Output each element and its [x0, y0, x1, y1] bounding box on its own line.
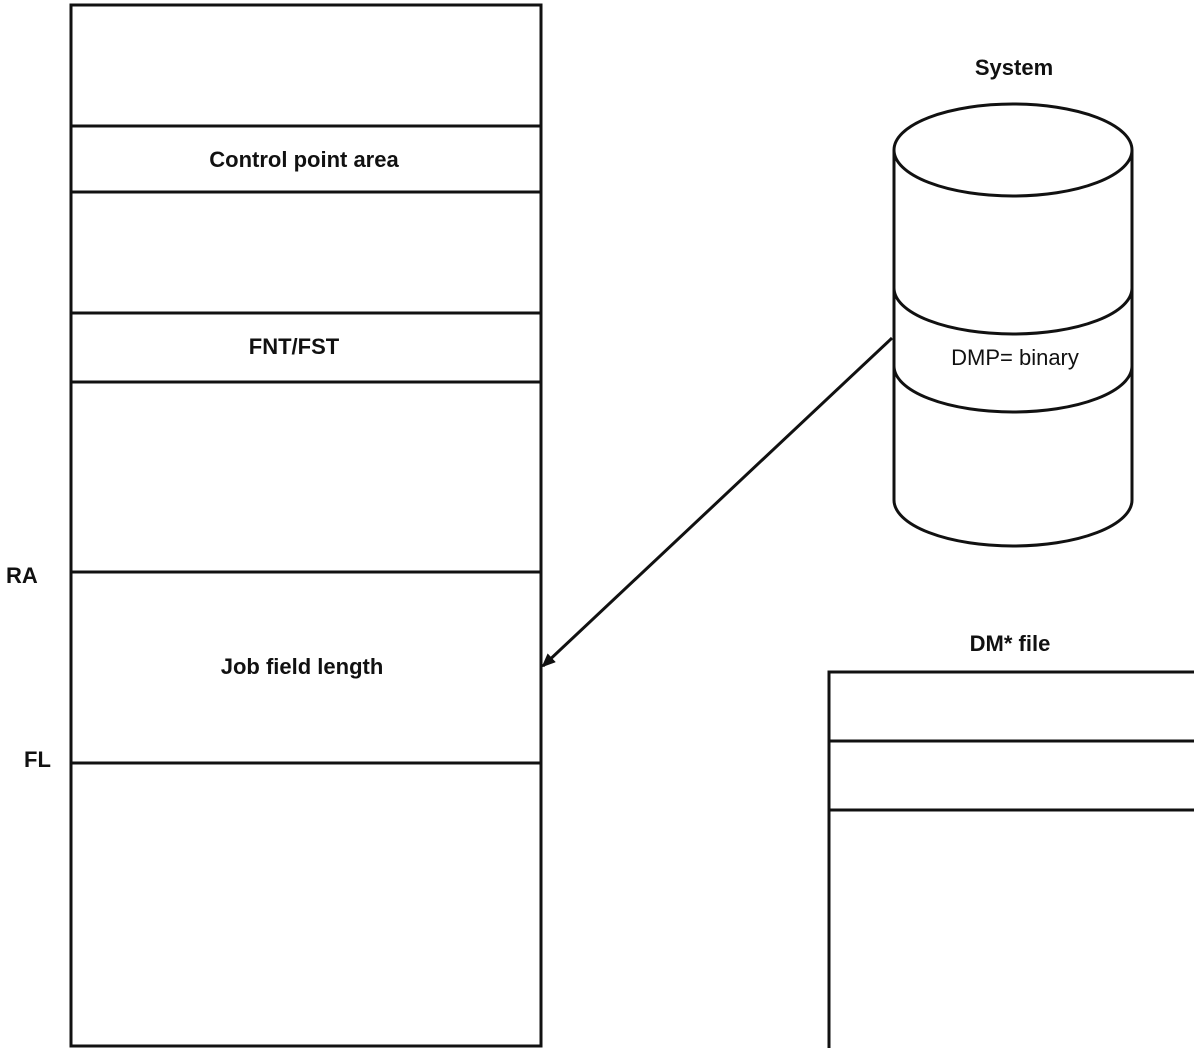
system-disk-title: System: [975, 55, 1053, 80]
dump-file: DM* file: [827, 631, 1194, 1048]
system-disk: System DMP= binary: [892, 55, 1134, 548]
dump-arrow: [541, 336, 894, 668]
memory-column-outline: [69, 3, 543, 1048]
ra-marker: RA: [6, 563, 38, 588]
dump-file-title: DM* file: [970, 631, 1051, 656]
system-disk-band-top-arc: [892, 287, 1134, 336]
fnt-fst-label: FNT/FST: [249, 334, 340, 359]
dump-file-outline: [827, 670, 1194, 1048]
system-disk-bottom: [892, 499, 1134, 548]
system-disk-top: [892, 102, 1134, 198]
memory-column: Control point area FNT/FST Job field len…: [69, 3, 543, 1048]
job-field-length-label: Job field length: [221, 654, 384, 679]
fl-marker: FL: [24, 747, 51, 772]
system-disk-band-label: DMP= binary: [951, 345, 1079, 370]
control-point-area-label: Control point area: [209, 147, 399, 172]
system-disk-band-bottom-arc: [892, 365, 1134, 414]
